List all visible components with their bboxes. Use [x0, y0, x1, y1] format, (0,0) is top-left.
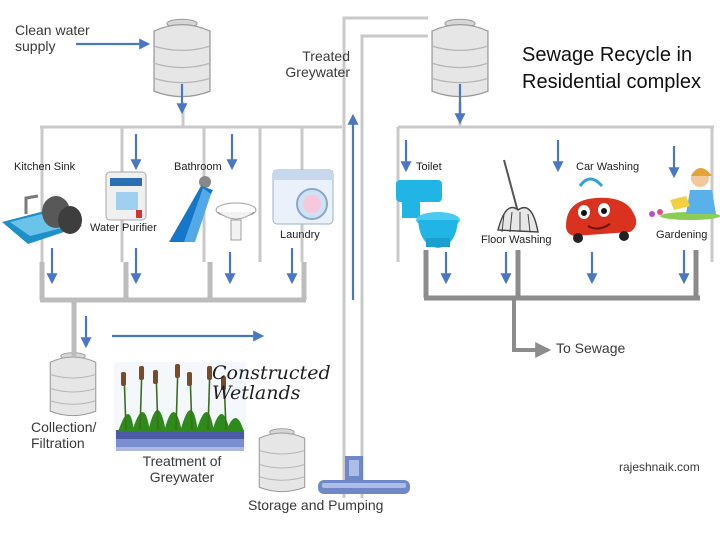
gardening-icon — [649, 168, 720, 220]
label-constructed-wetlands: Constructed Wetlands — [212, 362, 331, 404]
flow-arrows-horizontal — [76, 38, 265, 342]
label-collection-filtration: Collection/ Filtration — [31, 419, 97, 452]
shower-icon — [169, 176, 213, 242]
diagram-title: Sewage Recycle in Residential complex — [522, 44, 701, 93]
greywater-pipes — [39, 262, 307, 356]
label-floor-washing: Floor Washing — [481, 234, 552, 246]
wetland-bed-icon — [114, 362, 246, 451]
mop-icon — [497, 159, 539, 233]
label-storage-and-pumping: Storage and Pumping — [248, 497, 384, 513]
car-icon — [566, 177, 637, 243]
label-to-sewage: To Sewage — [556, 340, 626, 356]
kitchen-sink-icon — [2, 194, 82, 244]
washing-machine-icon — [272, 169, 334, 225]
tank-storage — [258, 427, 306, 493]
label-car-washing: Car Washing — [576, 161, 640, 173]
toilet-icon — [396, 180, 460, 248]
label-toilet: Toilet — [416, 161, 442, 173]
water-purifier-icon — [105, 171, 147, 221]
label-gardening: Gardening — [656, 229, 708, 241]
label-treatment-of-greywater: Treatment of Greywater — [142, 453, 222, 486]
wash-basin-icon — [215, 202, 257, 241]
label-treated-greywater: Treated Greywater — [285, 48, 350, 81]
pump-icon — [318, 456, 410, 494]
label-kitchen-sink: Kitchen Sink — [14, 161, 76, 173]
label-clean-water-supply: Clean water supply — [15, 22, 90, 55]
label-water-purifier: Water Purifier — [90, 222, 157, 234]
tank-collection — [49, 351, 97, 417]
label-laundry: Laundry — [280, 229, 320, 241]
flow-arrows-vertical — [46, 84, 690, 349]
sewage-pipes — [423, 250, 700, 358]
label-bathroom: Bathroom — [174, 161, 222, 173]
source-credit: rajeshnaik.com — [619, 460, 700, 474]
